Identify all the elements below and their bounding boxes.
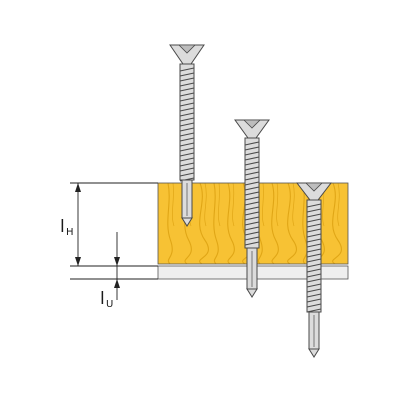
lu-label: l U — [100, 289, 113, 310]
drill-screw-icon — [234, 119, 270, 298]
drill-screw-icon — [169, 44, 205, 227]
dimension-lines — [70, 182, 158, 300]
svg-text:l: l — [60, 217, 65, 237]
lh-label: l H — [60, 217, 74, 238]
drill-screw-icon — [295, 182, 333, 358]
svg-text:l: l — [100, 289, 105, 309]
svg-text:H: H — [66, 227, 74, 238]
svg-text:U: U — [106, 299, 113, 310]
dimension-arrows — [75, 183, 120, 288]
